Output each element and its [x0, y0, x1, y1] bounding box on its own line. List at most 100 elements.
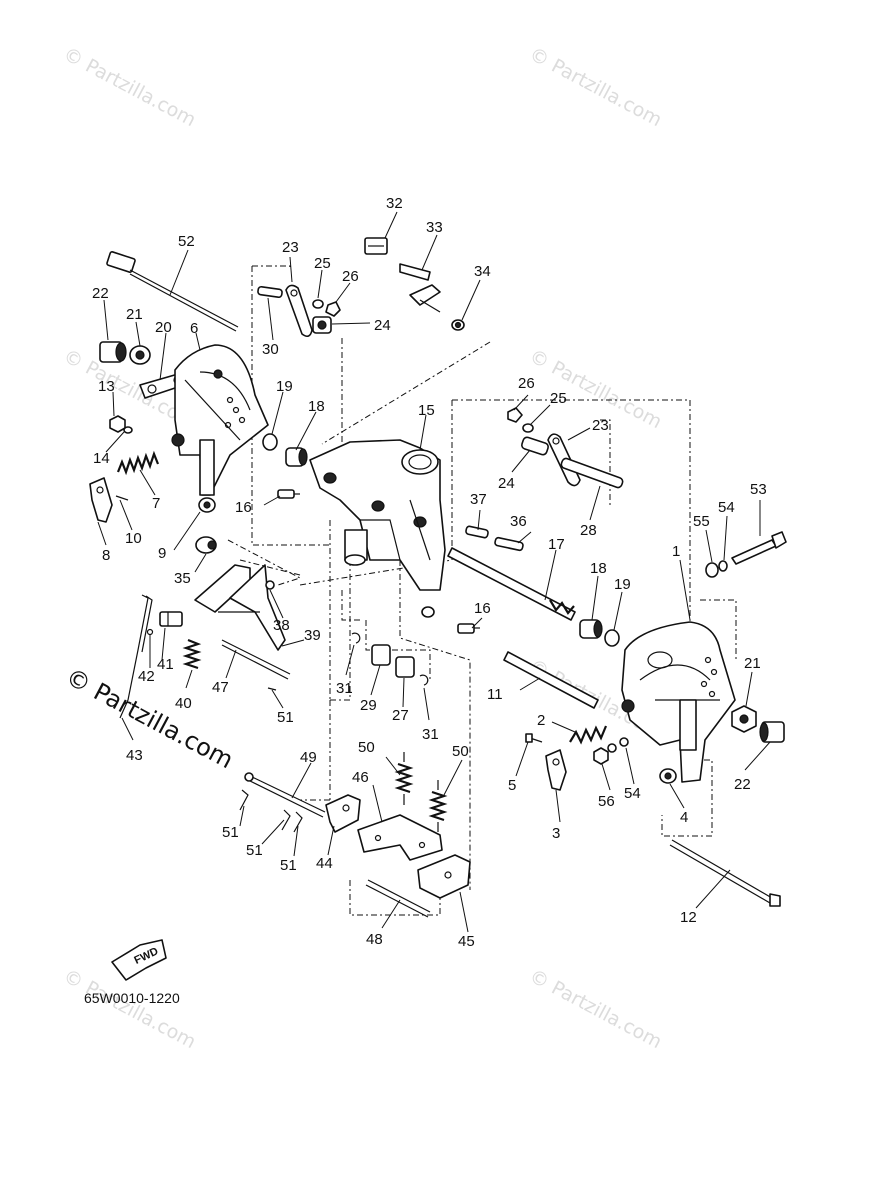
callout-42: 42 — [138, 668, 155, 685]
part-7-threaded-spring-left — [116, 450, 160, 476]
callout-14: 14 — [93, 450, 110, 467]
callout-12: 12 — [680, 909, 697, 926]
part-41-bracket — [159, 611, 183, 627]
callout-23a: 23 — [282, 239, 299, 256]
part-56-nut — [593, 747, 609, 765]
part-32-grip — [364, 237, 388, 255]
callout-53: 53 — [750, 481, 767, 498]
part-54-washer-lower — [619, 737, 629, 747]
watermark-1: © Partzilla.com — [60, 43, 200, 131]
part-25-clip-right — [522, 423, 534, 433]
leader-lines — [97, 211, 771, 933]
callout-18a: 18 — [308, 398, 325, 415]
part-21-nut-right — [731, 705, 757, 733]
part-8-lock-tab — [89, 477, 113, 523]
callout-25b: 25 — [550, 390, 567, 407]
callout-19b: 19 — [614, 576, 631, 593]
part-12-long-bolt — [669, 839, 781, 907]
part-28-pin — [560, 457, 624, 489]
part-21-nut-left — [129, 345, 151, 365]
callout-17: 17 — [548, 536, 565, 553]
callout-35: 35 — [174, 570, 191, 587]
part-31-clip-lower — [419, 674, 429, 686]
callout-19a: 19 — [276, 378, 293, 395]
callout-numbers: 1 2 3 4 5 6 7 8 9 10 11 12 13 14 15 16 1… — [92, 195, 767, 950]
part-40-spring-left — [182, 638, 202, 670]
callout-22b: 22 — [734, 776, 751, 793]
part-11-tube — [503, 651, 599, 709]
part-42-small-bolt — [146, 628, 154, 636]
part-22-bushing-left — [99, 341, 127, 363]
callout-44: 44 — [316, 855, 333, 872]
part-44-bracket — [325, 794, 361, 833]
callout-24a: 24 — [374, 317, 391, 334]
watermark-2: © Partzilla.com — [526, 43, 666, 131]
callout-22a: 22 — [92, 285, 109, 302]
callout-1: 1 — [672, 543, 680, 560]
callout-52: 52 — [178, 233, 195, 250]
watermark-7: © Partzilla.com — [526, 965, 666, 1053]
callout-21b: 21 — [744, 655, 761, 672]
callout-51c: 51 — [246, 842, 263, 859]
part-26-bolt-right — [507, 407, 523, 423]
callout-47: 47 — [212, 679, 229, 696]
callout-38: 38 — [273, 617, 290, 634]
callout-18b: 18 — [590, 560, 607, 577]
part-34-nut-top — [451, 319, 465, 331]
callout-28: 28 — [580, 522, 597, 539]
callout-31a: 31 — [336, 680, 353, 697]
callout-50a: 50 — [358, 739, 375, 756]
part-17-tilt-tube — [447, 547, 576, 621]
part-2-threaded-spring-right — [569, 725, 608, 745]
callout-31b: 31 — [422, 726, 439, 743]
callout-16b: 16 — [474, 600, 491, 617]
callout-54a: 54 — [718, 499, 735, 516]
part-23-link-left — [285, 284, 313, 338]
callout-4: 4 — [680, 809, 688, 826]
part-31-clip-upper — [351, 632, 361, 644]
part-51-pin-upper — [267, 687, 277, 691]
part-15-swivel-bracket — [309, 439, 446, 591]
callout-55: 55 — [693, 513, 710, 530]
callout-2: 2 — [537, 712, 545, 729]
callout-25a: 25 — [314, 255, 331, 272]
part-51-pin-1 — [239, 789, 249, 811]
callout-16a: 16 — [235, 499, 252, 516]
callout-21a: 21 — [126, 306, 143, 323]
part-51-pin-3 — [293, 811, 303, 833]
part-10-pin — [115, 495, 129, 501]
part-19-washer-left — [262, 433, 278, 451]
callout-36: 36 — [510, 513, 527, 530]
callout-46: 46 — [352, 769, 369, 786]
part-45-bracket — [417, 854, 471, 899]
callout-3: 3 — [552, 825, 560, 842]
callout-6: 6 — [190, 320, 198, 337]
part-24-collar-left — [312, 316, 332, 334]
callout-41: 41 — [157, 656, 174, 673]
callout-50b: 50 — [452, 743, 469, 760]
part-25-clip-left — [312, 299, 324, 309]
part-small-collar — [421, 606, 435, 618]
part-26-bolt-left — [325, 301, 341, 317]
part-4-bushing — [659, 768, 677, 784]
callout-37: 37 — [470, 491, 487, 508]
part-56-nut-2 — [607, 743, 617, 753]
callout-27: 27 — [392, 707, 409, 724]
callout-15: 15 — [418, 402, 435, 419]
callout-51a: 51 — [277, 709, 294, 726]
part-1-clamp-bracket-right — [621, 621, 736, 783]
part-35-bushing — [195, 536, 217, 554]
callout-7: 7 — [152, 495, 160, 512]
part-3-lock-tab — [545, 749, 567, 791]
callout-20: 20 — [155, 319, 172, 336]
part-37-pin — [465, 525, 489, 539]
part-5-bolt — [525, 733, 543, 743]
part-48-rod — [365, 879, 431, 918]
part-54-washer-top — [718, 560, 728, 572]
fwd-arrow-icon: FWD — [111, 939, 167, 981]
callout-49: 49 — [300, 749, 317, 766]
callout-11: 11 — [487, 686, 503, 703]
part-46-cradle — [357, 814, 443, 861]
part-6-clamp-bracket-left — [171, 344, 269, 496]
